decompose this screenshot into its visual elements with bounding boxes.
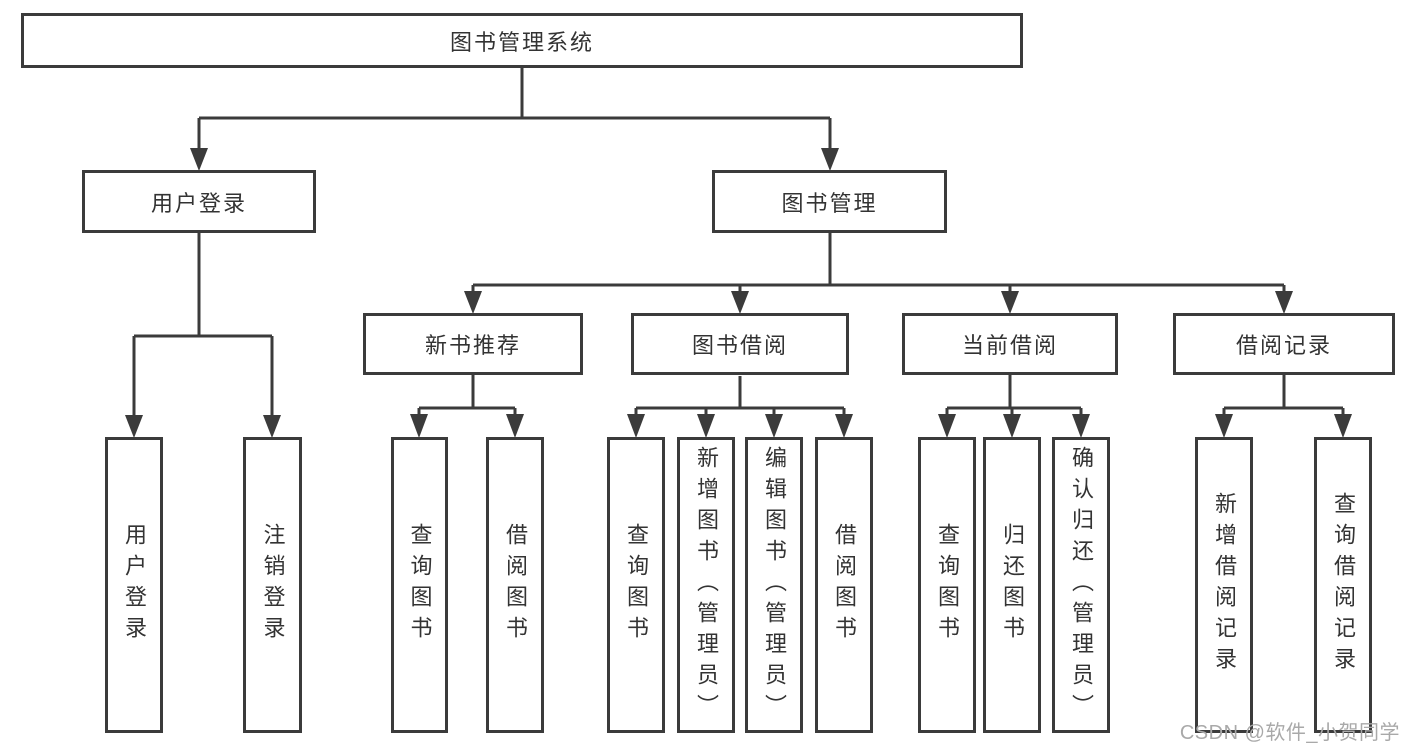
node-current-borrow: 当前借阅 [902,313,1118,375]
csdn-watermark: CSDN @软件_小贺同学 [1179,722,1400,744]
node-borrow-records: 借阅记录 [1173,313,1395,375]
arrowheads-current-borrow-branch [938,414,1090,438]
arrowheads-level3 [464,291,1293,314]
leaf-query-books-borrow: 查询图书 [607,437,665,733]
arrowheads-user-login-branch [125,415,281,438]
node-new-book-recommend: 新书推荐 [363,313,583,375]
leaf-query-books-recommend: 查询图书 [391,437,448,733]
leaf-query-borrow-record: 查询借阅记录 [1314,437,1372,733]
leaf-borrow-books-recommend: 借阅图书 [486,437,544,733]
connector-book-borrow-branch [634,376,846,416]
connector-root-to-level2 [197,68,832,150]
connector-new-book-branch [417,375,517,416]
leaf-query-books-current: 查询图书 [918,437,976,733]
leaf-borrow-books: 借阅图书 [815,437,873,733]
connector-book-management-branch [471,233,1286,293]
node-user-login: 用户登录 [82,170,316,233]
arrowheads-book-borrow-branch [627,414,853,438]
node-root-system: 图书管理系统 [21,13,1023,68]
arrowheads-borrow-records-branch [1215,414,1352,438]
leaf-edit-books-admin: 编辑图书（管理员） [745,437,803,733]
node-book-borrow: 图书借阅 [631,313,849,375]
connector-current-borrow-branch [945,375,1083,416]
connector-borrow-records-branch [1222,375,1345,416]
arrowheads-new-book-branch [410,414,524,438]
leaf-add-books-admin: 新增图书（管理员） [677,437,735,733]
leaf-return-books: 归还图书 [983,437,1041,733]
leaf-confirm-return-admin: 确认归还（管理员） [1052,437,1110,733]
connector-user-login-branch [132,233,274,417]
node-book-management: 图书管理 [712,170,947,233]
leaf-add-borrow-record: 新增借阅记录 [1195,437,1253,733]
leaf-logout: 注销登录 [243,437,302,733]
arrowheads-level2 [190,148,839,171]
leaf-user-login: 用户登录 [105,437,163,733]
